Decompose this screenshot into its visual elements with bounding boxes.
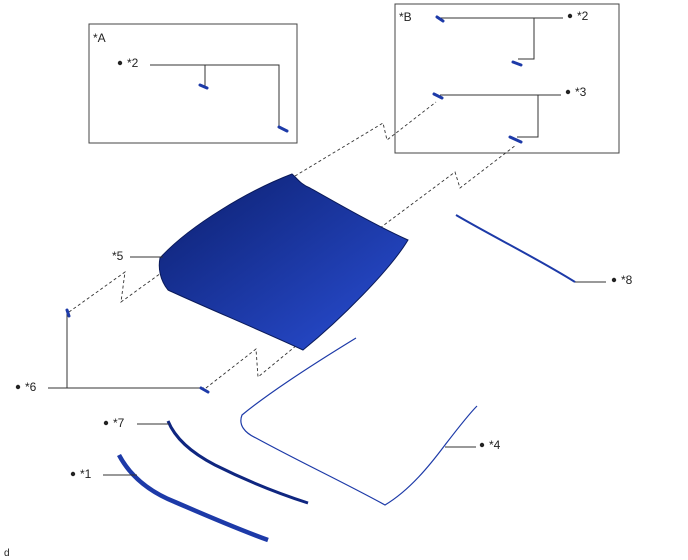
moulding-part-8	[455, 214, 576, 283]
detail-box-a-label: *A	[93, 31, 106, 45]
callout-8: *8	[621, 273, 633, 287]
callout-3: *3	[575, 85, 587, 99]
clip-part-6-lower	[199, 386, 210, 394]
callout-dot-8	[611, 277, 617, 283]
moulding-part-1	[117, 453, 269, 543]
callout-dot-6	[15, 384, 21, 390]
callout-dot-2b	[567, 13, 573, 19]
clip-part-2-box-b-top	[435, 15, 445, 23]
callout-5: *5	[112, 249, 124, 263]
callout-6: *6	[25, 380, 37, 394]
detail-box-b	[394, 3, 620, 154]
callout-2-box-a: *2	[127, 56, 139, 70]
detail-box-a	[88, 23, 298, 144]
callout-dot-4	[479, 442, 485, 448]
clip-part-2-box-a	[198, 83, 209, 90]
projection-line-left	[68, 267, 169, 313]
callout-dot-1	[70, 471, 76, 477]
figure-code: d	[4, 548, 10, 559]
clip-part-2-box-b-lower	[511, 60, 523, 67]
leader-2-box-b	[440, 17, 563, 60]
clip-part-3-lower	[508, 135, 523, 144]
projection-line-upper	[294, 101, 437, 177]
clip-part-6-upper	[65, 308, 71, 318]
moulding-part-7	[166, 420, 309, 505]
projection-line-right	[379, 144, 517, 229]
leader-3	[440, 94, 561, 138]
callout-dot-7	[103, 420, 109, 426]
callout-7: *7	[113, 416, 125, 430]
windshield-glass	[158, 173, 409, 351]
clip-part-2-box-a-lower	[277, 125, 289, 133]
detail-box-b-label: *B	[399, 10, 412, 24]
callout-dot-2a	[117, 60, 123, 66]
callout-1: *1	[80, 467, 92, 481]
projection-line-bottom	[205, 344, 298, 389]
weatherstrip-part-4	[240, 337, 478, 506]
callout-2-box-b: *2	[577, 9, 589, 23]
leader-6	[48, 313, 204, 389]
callout-4: *4	[489, 438, 501, 452]
clip-part-3-upper	[432, 92, 444, 100]
callout-dot-3	[565, 89, 571, 95]
leader-2-box-a	[150, 64, 280, 128]
